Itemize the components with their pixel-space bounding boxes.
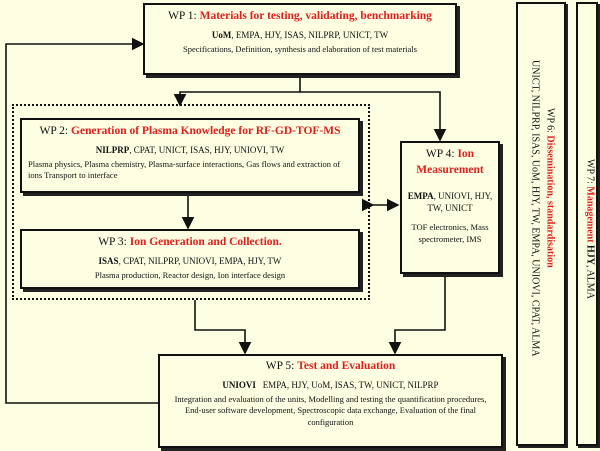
wp5-partners: UNIOVI EMPA, HJY, UoM, ISAS, TW, UNICT, … (222, 379, 439, 390)
wp1-description: Specifications, Definition, synthesis an… (183, 43, 417, 54)
wp2-partners: NILPRP, CPAT, UNICT, ISAS, HJY, UNIOVI, … (95, 144, 285, 155)
wp7-title: WP 7: Management HJY, ALMA (584, 159, 596, 299)
arrow-wp1-to-wp4 (300, 91, 447, 142)
wp6-box: WP 6: Dissemination, standardisation UNI… (516, 2, 566, 446)
wp6-title: WP 6: Dissemination, standardisation (544, 108, 556, 268)
wp6-partners: UNICT, NILPRP, ISAS, UoM, HJY, TW, EMPA,… (529, 60, 541, 357)
wp2-wp3-group (12, 104, 370, 300)
wp3-box: WP 3: Ion Generation and Collection. ISA… (20, 229, 360, 289)
wp1-title: WP 1: Materials for testing, validating,… (168, 10, 432, 22)
wp2-title: WP 2: Generation of Plasma Knowledge for… (39, 125, 341, 137)
wp2-box: WP 2: Generation of Plasma Knowledge for… (20, 118, 360, 193)
wp7-box: WP 7: Management HJY, ALMA (576, 2, 598, 446)
arrow-wp5-to-wp1 (5, 37, 158, 404)
wp5-title: WP 5: Test and Evaluation (265, 360, 396, 372)
wp5-box: WP 5: Test and Evaluation UNIOVI EMPA, H… (158, 354, 503, 448)
arrow-wp4-to-wp5 (388, 274, 446, 355)
wp3-description: Plasma production, Reactor design, Ion i… (94, 269, 286, 280)
wp5-description: Integration and evaluation of the units,… (174, 393, 487, 427)
wp3-title: WP 3: Ion Generation and Collection. (98, 236, 282, 248)
wp2-description: Plasma physics, Plasma chemistry, Plasma… (28, 158, 341, 181)
arrow-wp1-to-wp2 (173, 74, 301, 107)
wp1-box: WP 1: Materials for testing, validating,… (143, 3, 457, 75)
wp1-partners: UoM, EMPA, HJY, ISAS, NILPRP, UNICT, TW (211, 29, 389, 40)
wp3-partners: ISAS, CPAT, NILPRP, UNIOVI, EMPA, HJY, T… (98, 255, 282, 266)
arrow-group-to-wp5 (194, 300, 252, 355)
wp4-partners: EMPA, UNIOVI, HJY, TW, UNICT (407, 191, 493, 214)
wp4-description: TOF electronics, Mass spectrometer, IMS (411, 222, 489, 244)
